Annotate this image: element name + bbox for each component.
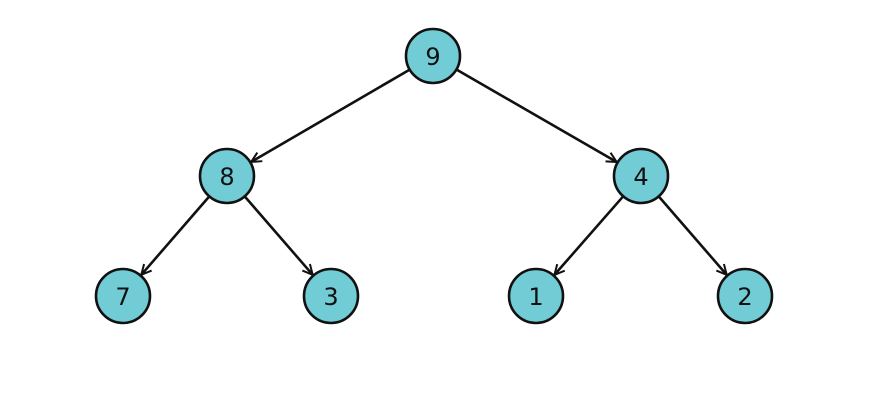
tree-node: 8 bbox=[198, 147, 256, 205]
tree-node-circle bbox=[716, 267, 774, 325]
tree-node-circle bbox=[404, 27, 462, 85]
tree-node: 7 bbox=[94, 267, 152, 325]
tree-node-label: 8 bbox=[219, 163, 234, 191]
tree-node-circle bbox=[302, 267, 360, 325]
nodes-layer: 9 8 4 7 3 1 2 bbox=[94, 27, 774, 325]
tree-node-label: 2 bbox=[737, 283, 752, 311]
tree-node: 2 bbox=[716, 267, 774, 325]
tree-node: 4 bbox=[612, 147, 670, 205]
tree-edge-n1-n4 bbox=[243, 195, 313, 274]
tree-edge-n0-n1 bbox=[251, 68, 411, 162]
tree-node-label: 4 bbox=[633, 163, 648, 191]
tree-edge-n2-n6 bbox=[657, 195, 727, 274]
tree-edge-n1-n3 bbox=[141, 195, 211, 274]
tree-node-circle bbox=[198, 147, 256, 205]
tree-node: 9 bbox=[404, 27, 462, 85]
edges-layer bbox=[141, 68, 727, 275]
tree-node-label: 7 bbox=[115, 283, 130, 311]
tree-node-circle bbox=[507, 267, 565, 325]
tree-node-label: 9 bbox=[425, 43, 440, 71]
tree-node-label: 1 bbox=[528, 283, 543, 311]
tree-node-circle bbox=[612, 147, 670, 205]
tree-node: 3 bbox=[302, 267, 360, 325]
tree-node: 1 bbox=[507, 267, 565, 325]
tree-edge-n2-n5 bbox=[554, 195, 625, 275]
tree-node-circle bbox=[94, 267, 152, 325]
tree-node-label: 3 bbox=[323, 283, 338, 311]
tree-edge-n0-n2 bbox=[455, 68, 616, 164]
